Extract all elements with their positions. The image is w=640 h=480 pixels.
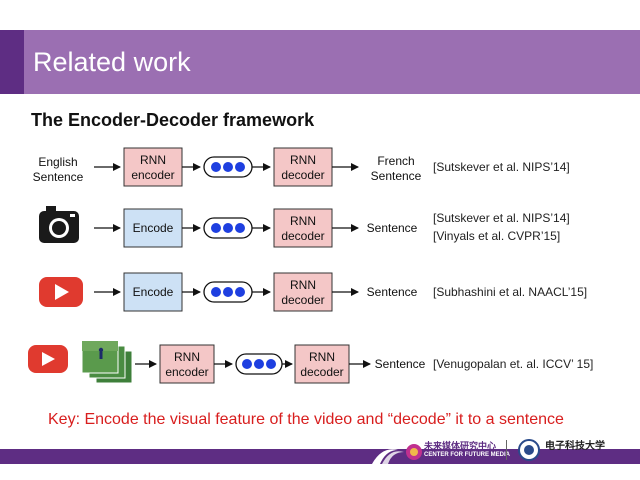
row-image-captioning: Encode RNN decoder Sentence [Sutskever e… (39, 206, 570, 248)
state-dot (223, 162, 233, 172)
encode-box (123, 208, 183, 248)
footer-bar (0, 449, 640, 464)
rnn-encoder-box (159, 344, 215, 384)
title-accent-bar (0, 30, 24, 94)
output-label-line2: Sentence (371, 169, 422, 183)
citation: [Subhashini et al. NAACL’15] (433, 285, 587, 299)
encoder-label-line1: RNN (174, 350, 200, 364)
state-dot (223, 287, 233, 297)
decoder-label-line1: RNN (309, 350, 335, 364)
cfm-name-en: CENTER FOR FUTURE MEDIA (424, 452, 510, 458)
state-dot (254, 359, 264, 369)
rnn-encoder-box (123, 147, 183, 187)
decoder-label-line1: RNN (290, 153, 316, 167)
state-dot (235, 223, 245, 233)
row-text-translation: English Sentence RNN encoder RNN decoder… (33, 147, 570, 187)
state-dot (266, 359, 276, 369)
state-dot (211, 223, 221, 233)
input-label-line1: English (38, 155, 77, 169)
encoder-label: Encode (133, 221, 174, 235)
output-label: Sentence (367, 221, 418, 235)
row-video-captioning-s2vt: RNN encoder RNN decoder Sentence [Venugo… (28, 340, 593, 384)
state-dot (223, 223, 233, 233)
uestc-logo-text: 电子科技大学 (545, 441, 605, 452)
encode-box (123, 272, 183, 312)
logo-divider (506, 440, 507, 460)
video-play-icon (39, 277, 83, 307)
decoder-label-line2: decoder (281, 293, 324, 307)
citation: [Sutskever et al. NIPS’14] (433, 160, 570, 174)
decoder-label-line2: decoder (281, 168, 324, 182)
output-label: Sentence (367, 285, 418, 299)
output-label: Sentence (375, 357, 426, 371)
output-label-line1: French (377, 154, 414, 168)
state-dot (211, 287, 221, 297)
rnn-decoder-box (273, 272, 333, 312)
encoder-label-line2: encoder (131, 168, 174, 182)
state-dot (242, 359, 252, 369)
state-dot (211, 162, 221, 172)
video-frames-icon (81, 340, 133, 384)
decoder-label-line2: decoder (281, 229, 324, 243)
decoder-label-line1: RNN (290, 278, 316, 292)
cfm-logo-text: 未来媒体研究中心 CENTER FOR FUTURE MEDIA (424, 442, 510, 460)
citation: [Venugopalan et. al. ICCV’ 15] (433, 357, 593, 371)
citation: [Vinyals et al. CVPR’15] (433, 229, 560, 243)
state-dot (235, 287, 245, 297)
decoder-label-line1: RNN (290, 214, 316, 228)
rnn-decoder-box (294, 344, 350, 384)
key-takeaway: Key: Encode the visual feature of the vi… (48, 411, 564, 428)
slide-title: Related work (33, 47, 191, 77)
encoder-label-line1: RNN (140, 153, 166, 167)
decoder-label-line2: decoder (300, 365, 343, 379)
encoder-label: Encode (133, 285, 174, 299)
state-dot (235, 162, 245, 172)
cfm-name-cn: 未来媒体研究中心 (424, 441, 497, 451)
uestc-seal-icon (518, 439, 540, 461)
title-bar (0, 30, 640, 94)
rnn-decoder-box (273, 208, 333, 248)
slide-subtitle: The Encoder-Decoder framework (31, 110, 315, 130)
input-label-line2: Sentence (33, 170, 84, 184)
row-video-captioning-mean-pool: Encode RNN decoder Sentence [Subhashini … (39, 272, 587, 312)
footer-swoosh-icon (372, 444, 422, 464)
citation: [Sutskever et al. NIPS’14] (433, 211, 570, 225)
uestc-name-cn: 电子科技大学 (545, 441, 605, 452)
camera-icon (39, 206, 79, 243)
video-play-icon (28, 345, 68, 373)
encoder-label-line2: encoder (165, 365, 208, 379)
